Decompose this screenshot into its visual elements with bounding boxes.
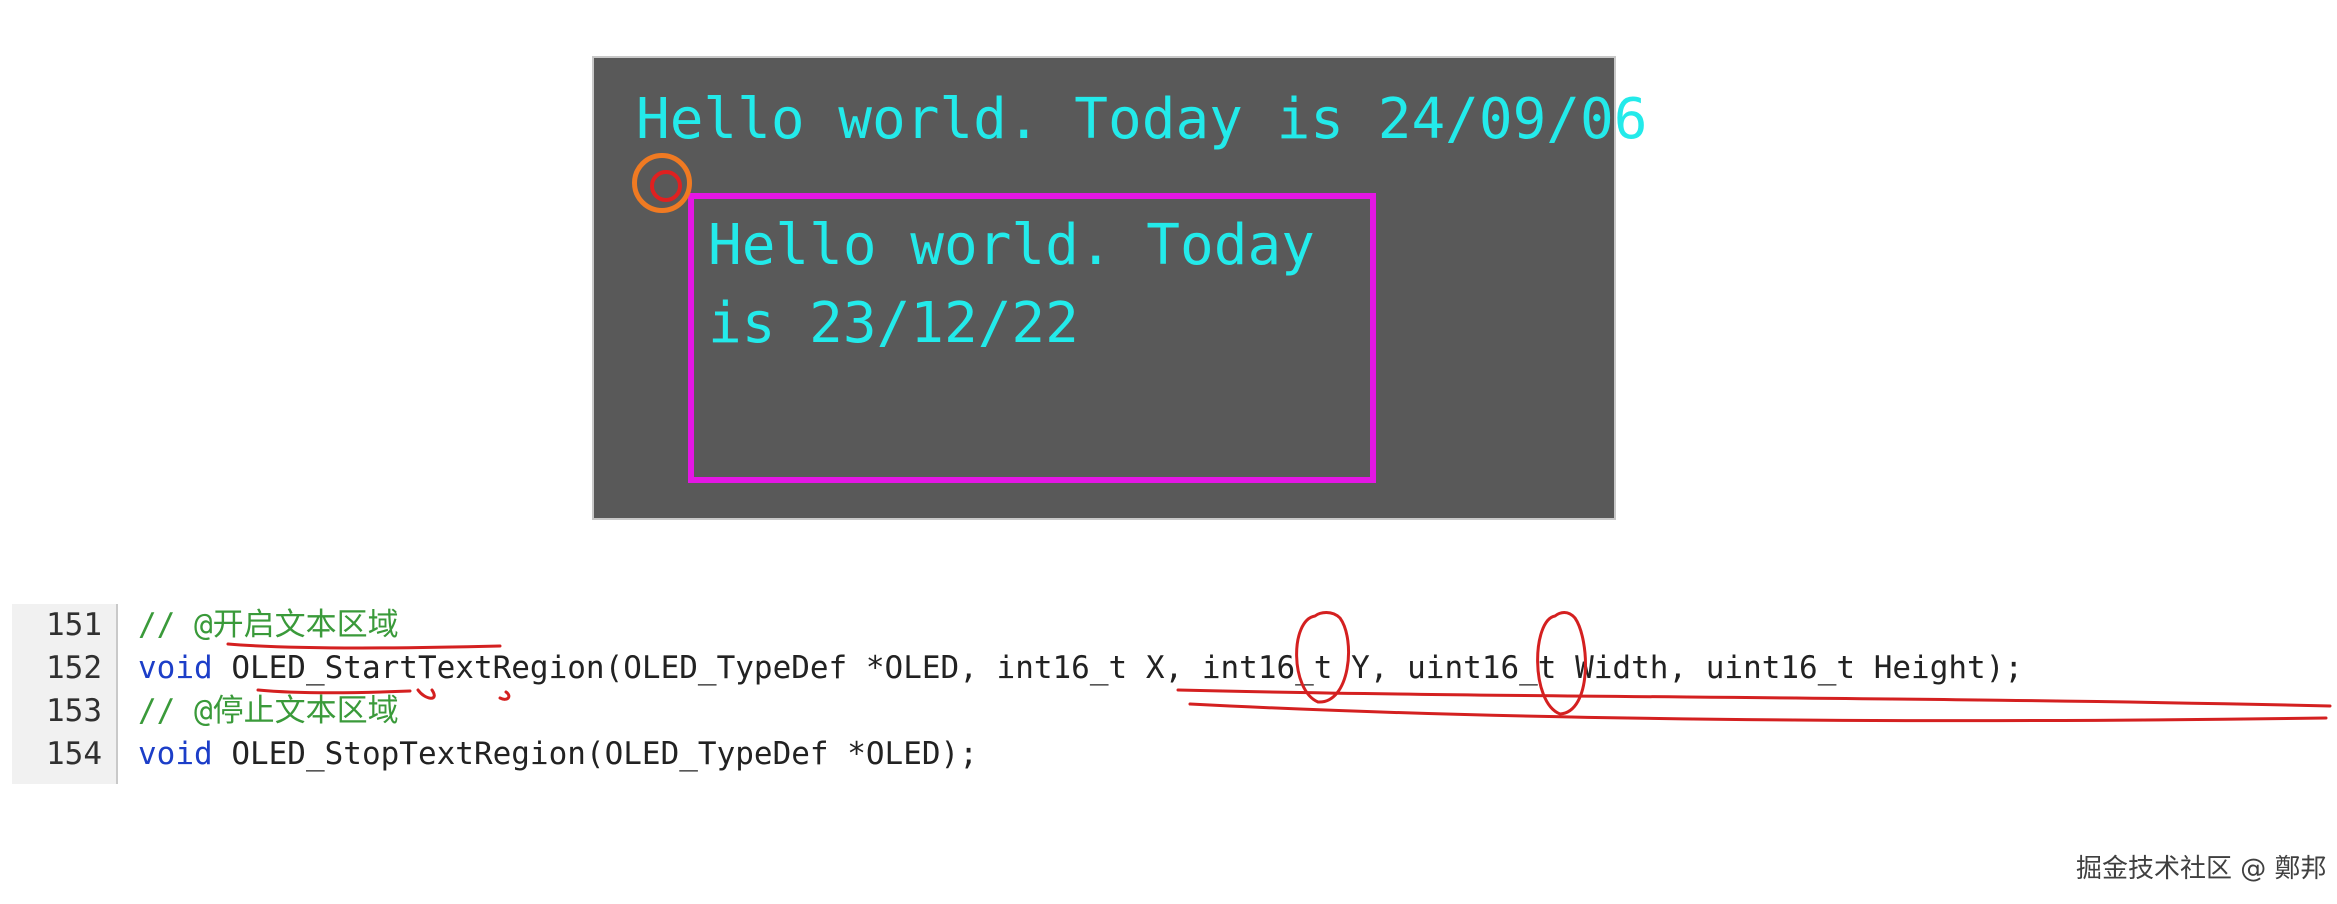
- text-region-box: [688, 193, 1376, 483]
- line-number: 152: [46, 650, 102, 686]
- code-keyword: void: [138, 650, 213, 686]
- region-text-line-2: is 23/12/22: [708, 291, 1079, 356]
- code-text: void OLED_StartTextRegion(OLED_TypeDef *…: [138, 647, 2023, 690]
- line-number-gutter: [12, 604, 118, 784]
- code-text: void OLED_StopTextRegion(OLED_TypeDef *O…: [138, 733, 978, 776]
- region-text-line-1: Hello world. Today: [708, 213, 1315, 278]
- code-editor[interactable]: 151 // @开启文本区域 152 void OLED_StartTextRe…: [12, 604, 2337, 784]
- oled-full-line-text: Hello world. Today is 24/09/06: [636, 87, 1648, 152]
- code-declaration: OLED_StopTextRegion(OLED_TypeDef *OLED);: [212, 736, 978, 772]
- code-line-154[interactable]: 154 void OLED_StopTextRegion(OLED_TypeDe…: [12, 733, 2337, 776]
- code-text: // @停止文本区域: [138, 690, 399, 733]
- watermark: 掘金技术社区 @ 鄭邦: [2076, 854, 2327, 884]
- line-number: 154: [46, 736, 102, 772]
- origin-cursor-marker: [632, 153, 692, 213]
- code-line-151[interactable]: 151 // @开启文本区域: [12, 604, 2337, 647]
- code-comment: // @开启文本区域: [138, 607, 399, 643]
- line-number: 151: [46, 607, 102, 643]
- code-comment: // @停止文本区域: [138, 693, 399, 729]
- code-text: // @开启文本区域: [138, 604, 399, 647]
- code-declaration: OLED_StartTextRegion(OLED_TypeDef *OLED,…: [212, 650, 2024, 686]
- code-keyword: void: [138, 736, 213, 772]
- line-number: 153: [46, 693, 102, 729]
- code-line-153[interactable]: 153 // @停止文本区域: [12, 690, 2337, 733]
- code-line-152[interactable]: 152 void OLED_StartTextRegion(OLED_TypeD…: [12, 647, 2337, 690]
- oled-screen: [592, 56, 1616, 520]
